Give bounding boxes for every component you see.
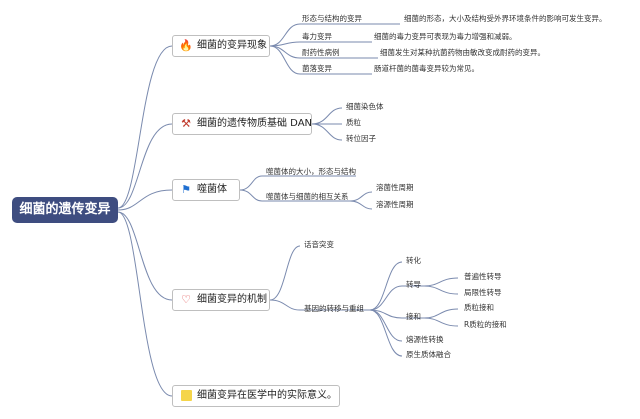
variation-desc-virulence[interactable]: 细菌的毒力变异可表现为毒力增强和减弱。 bbox=[374, 32, 517, 41]
basis-item-chromosome[interactable]: 细菌染色体 bbox=[346, 102, 384, 111]
topic-mechanism-label: 细菌变异的机制 bbox=[197, 294, 267, 305]
mechanism-item-mutation[interactable]: 话音突变 bbox=[304, 240, 334, 249]
topic-phage[interactable]: ⚑ 噬菌体 bbox=[172, 179, 240, 201]
phage-item-lysogenic[interactable]: 溶源性周期 bbox=[376, 200, 414, 209]
mechanism-item-transfer[interactable]: 基因的转移与重组 bbox=[304, 304, 364, 313]
mechanism-item-specialized-transduction[interactable]: 局限性转导 bbox=[464, 288, 502, 297]
phage-item-structure[interactable]: 噬菌体的大小，形态与结构 bbox=[266, 167, 356, 176]
phage-item-lytic[interactable]: 溶菌性周期 bbox=[376, 183, 414, 192]
variation-desc-colony[interactable]: 肠道杆菌的菌毒变异较为常见。 bbox=[374, 64, 479, 73]
mechanism-item-general-transduction[interactable]: 普遍性转导 bbox=[464, 272, 502, 281]
mechanism-item-plasmid-conjugation[interactable]: 质粒接和 bbox=[464, 303, 494, 312]
topic-meaning[interactable]: 细菌变异在医学中的实际意义。 bbox=[172, 385, 340, 407]
mechanism-item-conjugation[interactable]: 接和 bbox=[406, 312, 421, 321]
phage-item-relation[interactable]: 噬菌体与细菌的相互关系 bbox=[266, 192, 349, 201]
heart-icon: ♡ bbox=[181, 293, 191, 306]
basis-item-transposon[interactable]: 转位因子 bbox=[346, 134, 376, 143]
topic-basis[interactable]: ⚒ 细菌的遗传物质基础 DAN bbox=[172, 113, 312, 135]
topic-mechanism[interactable]: ♡ 细菌变异的机制 bbox=[172, 289, 270, 311]
mechanism-item-protoplast-fusion[interactable]: 原生质体融合 bbox=[406, 350, 451, 359]
topic-variation-label: 细菌的变异现象 bbox=[197, 40, 267, 51]
fire-icon: 🔥 bbox=[179, 39, 193, 52]
tools-icon: ⚒ bbox=[181, 117, 191, 130]
variation-item-virulence[interactable]: 毒力变异 bbox=[302, 32, 332, 41]
variation-item-morphology[interactable]: 形态与结构的变异 bbox=[302, 14, 362, 23]
topic-basis-label: 细菌的遗传物质基础 DAN bbox=[197, 118, 313, 129]
root-topic[interactable]: 细菌的遗传变异 bbox=[12, 197, 118, 223]
variation-item-colony[interactable]: 菌落变异 bbox=[302, 64, 332, 73]
mechanism-item-lysogenic-conversion[interactable]: 熔源性转换 bbox=[406, 335, 444, 344]
basis-item-plasmid[interactable]: 质粒 bbox=[346, 118, 361, 127]
topic-meaning-label: 细菌变异在医学中的实际意义。 bbox=[197, 390, 337, 401]
flag-icon: ⚑ bbox=[181, 183, 191, 196]
mechanism-item-transduction[interactable]: 转导 bbox=[406, 280, 421, 289]
topic-phage-label: 噬菌体 bbox=[197, 184, 227, 195]
mechanism-item-r-plasmid-conjugation[interactable]: R质粒的接和 bbox=[464, 320, 507, 329]
variation-item-resistance[interactable]: 耐药性病例 bbox=[302, 48, 340, 57]
topic-variation[interactable]: 🔥 细菌的变异现象 bbox=[172, 35, 270, 57]
mechanism-item-transformation[interactable]: 转化 bbox=[406, 256, 421, 265]
variation-desc-resistance[interactable]: 细菌发生对某种抗菌药物由敏改变成耐药的变异。 bbox=[380, 48, 545, 57]
note-icon bbox=[181, 390, 192, 401]
variation-desc-morphology[interactable]: 细菌的形态，大小及结构受外界环境条件的影响可发生变异。 bbox=[404, 14, 607, 23]
